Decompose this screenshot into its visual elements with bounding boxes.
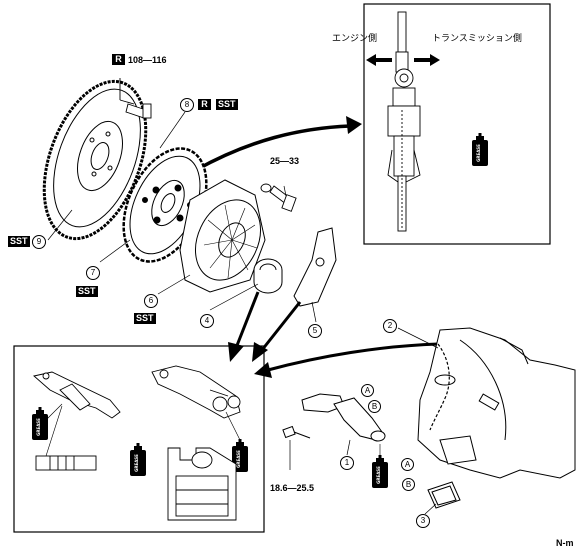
- clutch-disc-drawing: [122, 147, 208, 263]
- unit-label: N-m: [556, 538, 574, 548]
- release-bearing-drawing: [253, 258, 283, 294]
- sst-badge-6: SST: [134, 313, 156, 324]
- inset-housing-detail: [167, 447, 237, 521]
- point-b-slave: B: [368, 400, 381, 413]
- part-number-3: 3: [416, 514, 430, 528]
- boot-drawing: [427, 481, 461, 509]
- point-a-housing: A: [401, 458, 414, 471]
- sst-badge-9: SST: [8, 236, 30, 247]
- inset-top-frame: [363, 3, 551, 245]
- r-badge-flywheel: R: [112, 54, 125, 65]
- part-number-9: 9: [32, 235, 46, 249]
- part-number-5: 5: [308, 324, 322, 338]
- sst-badge-7: SST: [76, 286, 98, 297]
- torque-slave-bolt: 18.6—25.5: [270, 483, 315, 493]
- direction-arrows: [366, 54, 440, 66]
- clutch-cover-drawing: [179, 179, 266, 293]
- part-number-4: 4: [200, 314, 214, 328]
- point-b-housing: B: [402, 478, 415, 491]
- grease-icon-inset-3: [130, 443, 146, 476]
- grease-icon-inset-1: [32, 407, 48, 440]
- point-a-slave: A: [361, 384, 374, 397]
- part-number-2: 2: [383, 319, 397, 333]
- part-number-8: 8: [180, 98, 194, 112]
- slave-cylinder-drawing: [282, 393, 386, 442]
- torque-cover-bolt: 25—33: [270, 156, 300, 166]
- sst-badge-disc: SST: [216, 99, 238, 110]
- transmission-housing-drawing: [417, 327, 576, 479]
- release-shaft-drawing: [387, 11, 421, 232]
- grease-icon-top: [472, 133, 488, 166]
- inset-fork-right: [151, 365, 241, 419]
- r-badge-disc: R: [198, 99, 211, 110]
- part-number-7: 7: [86, 266, 100, 280]
- hydraulic-line: [429, 343, 450, 431]
- flywheel-bolt-drawing: [119, 78, 152, 119]
- leader-lines: [47, 111, 439, 515]
- part-number-1: 1: [340, 456, 354, 470]
- grease-icon-slave: [372, 455, 388, 488]
- cover-bolt-drawing: [260, 183, 297, 212]
- arrow-from-housing: [267, 342, 439, 372]
- inset-bottom-frame: [13, 345, 265, 533]
- transmission-side-label: トランスミッション側: [432, 34, 522, 44]
- arrows-to-bottom-inset: [228, 291, 302, 362]
- engine-side-label: エンジン側: [332, 34, 378, 44]
- torque-flywheel-bolt: 108—116: [128, 55, 167, 65]
- release-fork-drawing: [293, 227, 337, 307]
- flywheel-drawing: [42, 79, 148, 241]
- inset-fork-left: [33, 371, 121, 471]
- part-number-6: 6: [144, 294, 158, 308]
- arrow-to-top-inset: [195, 124, 351, 172]
